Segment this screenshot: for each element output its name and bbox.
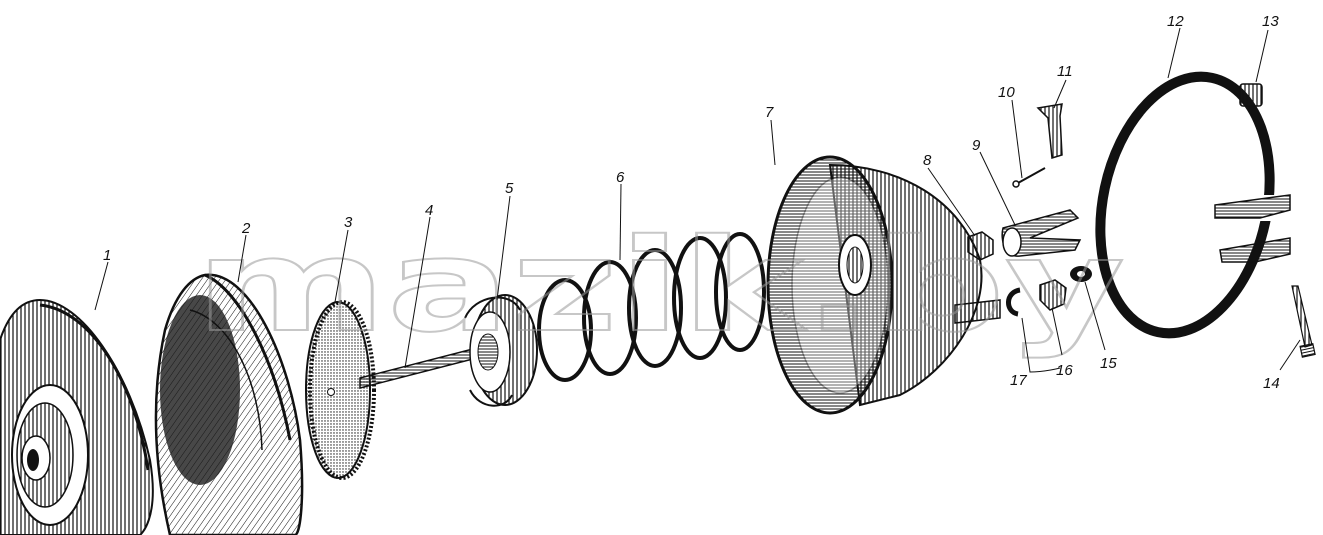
part-9-clevis-fork xyxy=(1001,209,1082,257)
callout-10: 10 xyxy=(998,84,1015,101)
part-6-return-spring xyxy=(537,232,766,382)
callout-9: 9 xyxy=(972,137,981,154)
part-3-diaphragm-disc xyxy=(305,300,376,480)
part-11-clevis-pin xyxy=(1036,103,1063,159)
callout-11: 11 xyxy=(1057,63,1073,80)
part-5-spring-seat xyxy=(464,294,538,407)
part-7-chamber-body xyxy=(766,155,1001,415)
callout-16: 16 xyxy=(1056,362,1073,379)
callout-12: 12 xyxy=(1167,13,1184,30)
callout-15: 15 xyxy=(1100,355,1117,372)
part-10-cotter-pin xyxy=(1012,167,1046,188)
part-16-lock-nut xyxy=(1039,279,1067,311)
callout-7: 7 xyxy=(765,104,774,121)
part-12-clamp-ring xyxy=(1095,71,1291,339)
callout-8: 8 xyxy=(923,152,932,169)
leader-lines xyxy=(94,27,1301,373)
callout-3: 3 xyxy=(344,214,353,231)
part-1-front-cover xyxy=(0,298,154,535)
part-17-lock-washer xyxy=(1006,287,1021,317)
callout-6: 6 xyxy=(616,169,625,186)
callout-2: 2 xyxy=(241,220,251,237)
callout-5: 5 xyxy=(505,180,514,197)
watermark-text: mazik.by xyxy=(195,212,1125,361)
callout-14: 14 xyxy=(1263,375,1280,392)
callout-4: 4 xyxy=(425,202,433,219)
part-14-clamp-bolt xyxy=(1291,285,1316,358)
part-13-sleeve xyxy=(1239,83,1263,107)
callout-labels: 1 2 3 4 5 6 7 8 9 10 11 12 13 14 15 16 1… xyxy=(103,13,1280,392)
part-8-nut xyxy=(967,231,994,261)
part-15-washer xyxy=(1070,266,1092,282)
callout-13: 13 xyxy=(1262,13,1279,30)
callout-1: 1 xyxy=(103,247,111,264)
callout-17: 17 xyxy=(1010,372,1027,389)
